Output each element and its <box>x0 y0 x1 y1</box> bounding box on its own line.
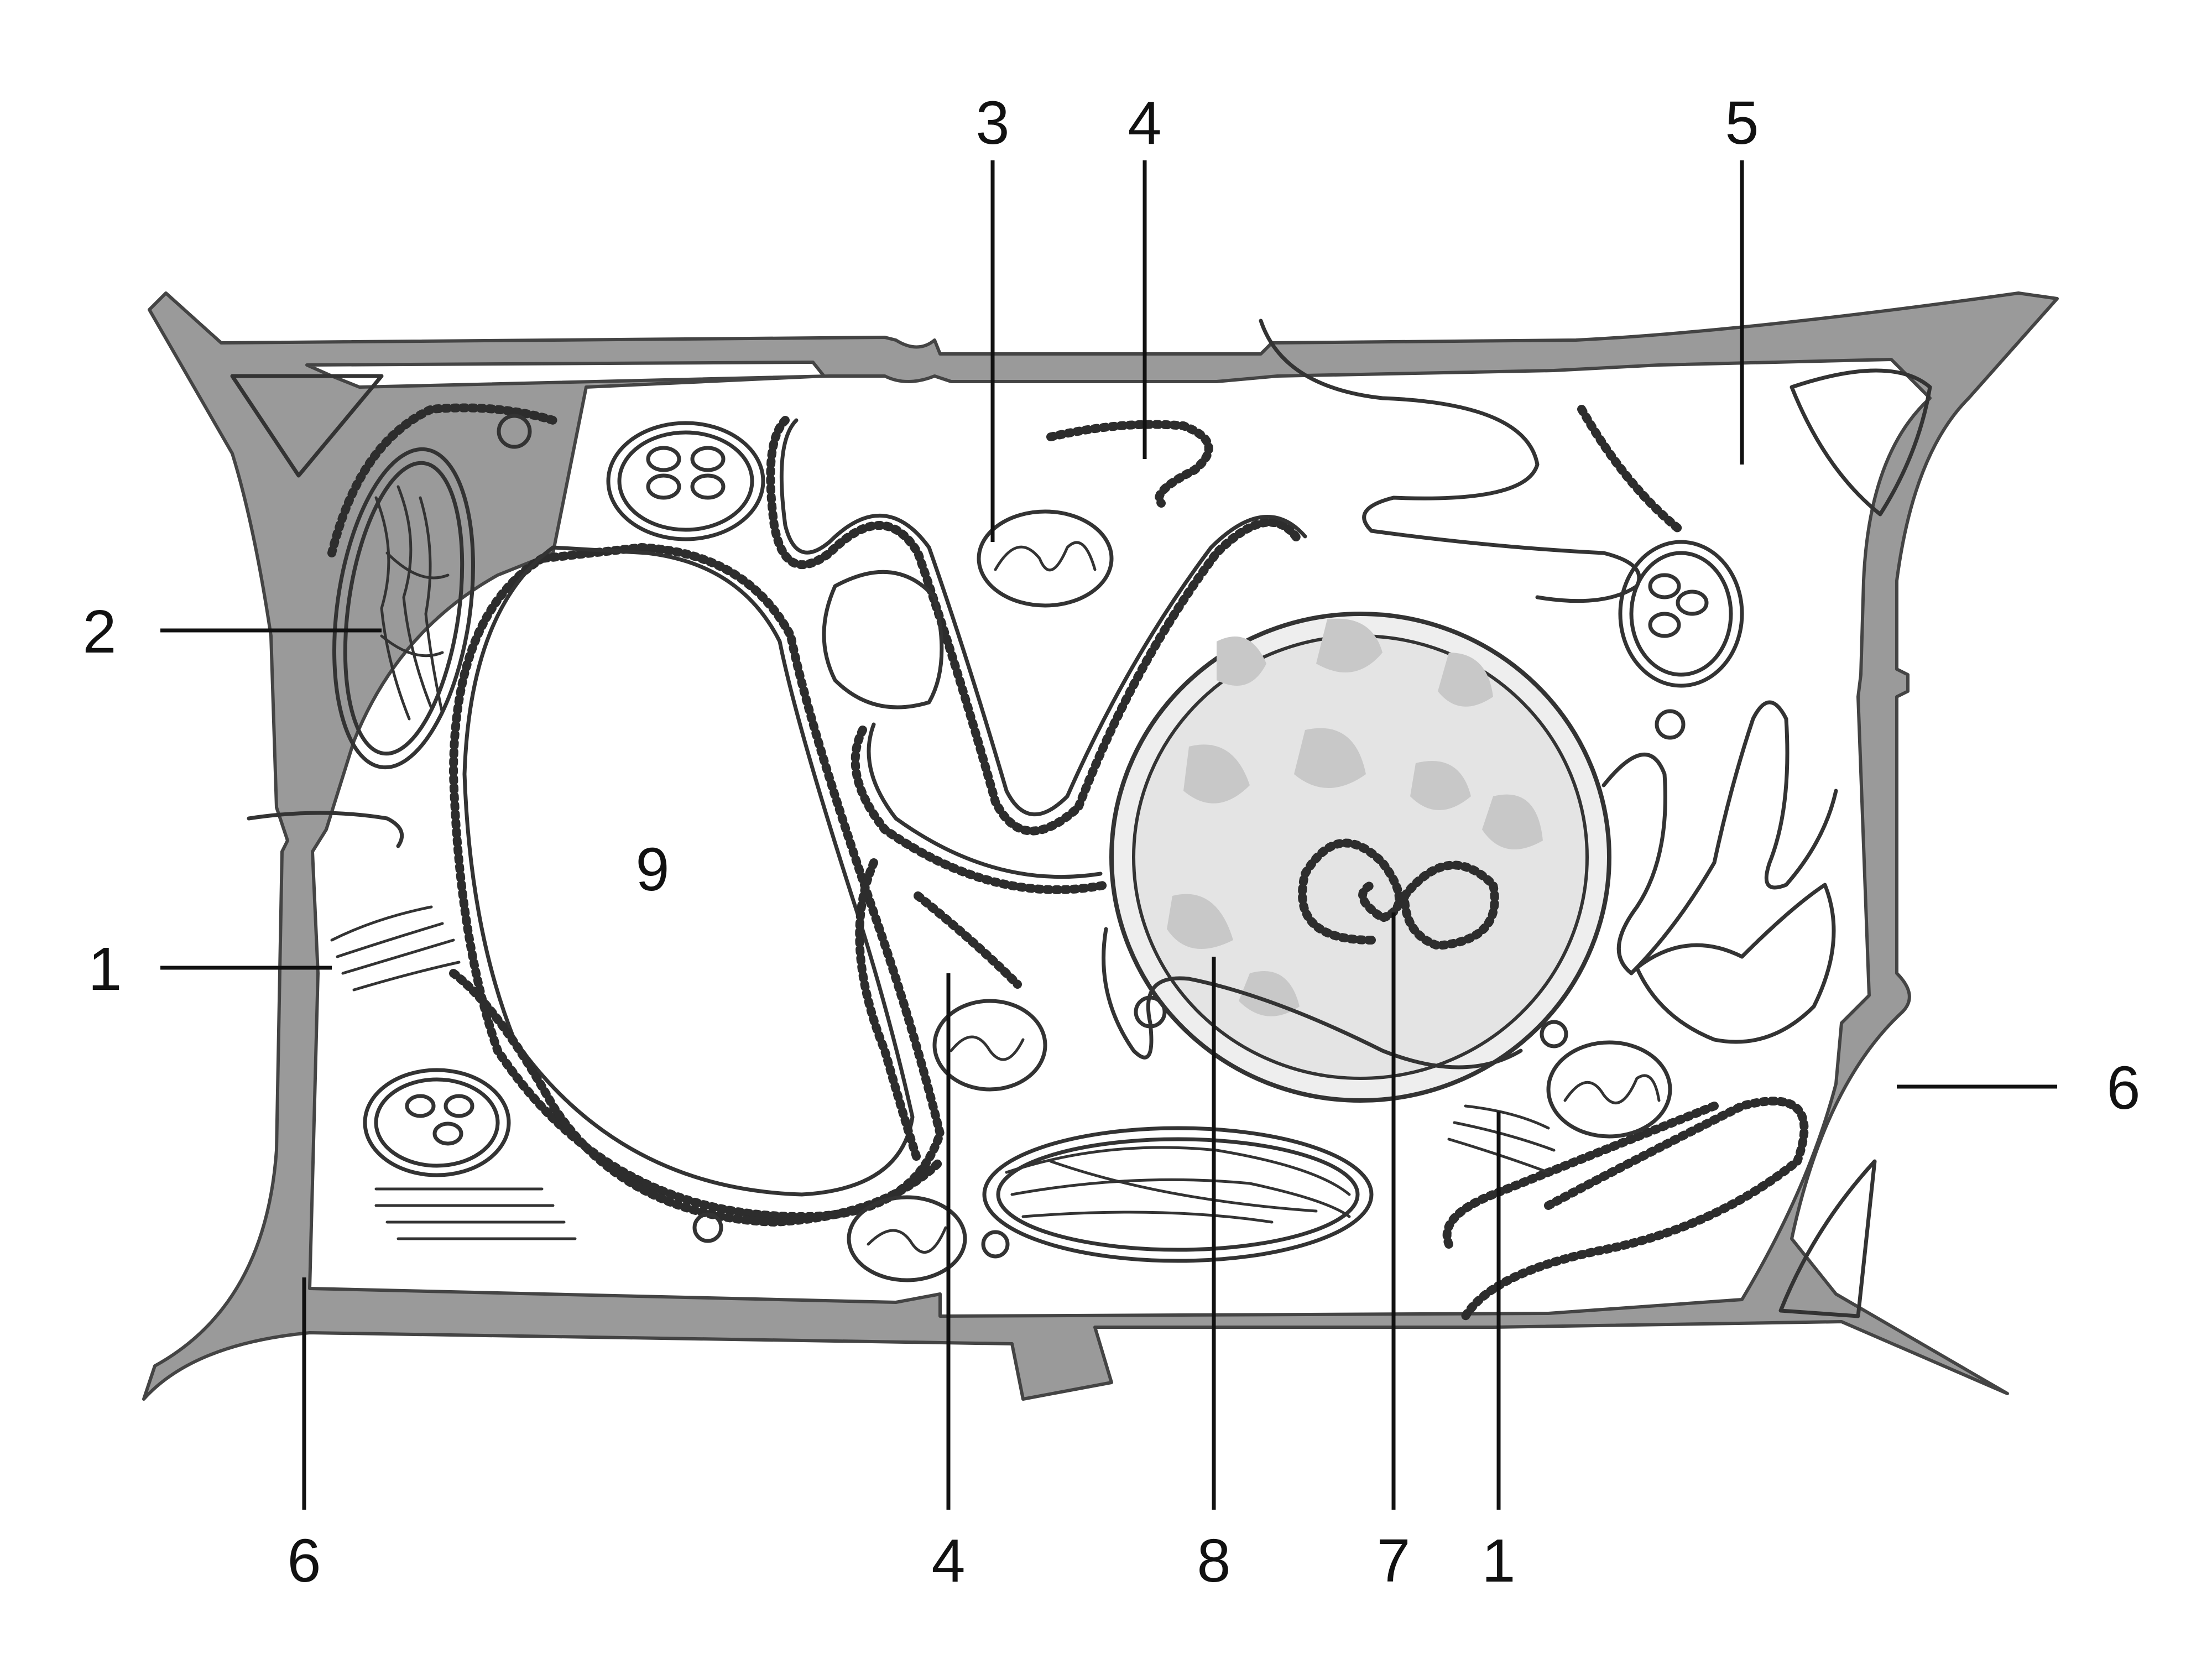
rough-er <box>327 403 1809 1321</box>
label-1-left: 1 <box>88 935 122 1003</box>
label-2: 2 <box>82 598 116 666</box>
leader-lines <box>160 160 2057 1510</box>
vesicles <box>497 414 1836 1259</box>
chloroplast <box>332 447 475 770</box>
chloroplast <box>982 1126 1374 1263</box>
chromatin <box>1167 618 1543 1016</box>
label-7: 7 <box>1376 1527 1410 1595</box>
label-1-bottom: 1 <box>1481 1527 1515 1595</box>
label-5: 5 <box>1725 89 1759 157</box>
labels: 1 2 3 4 5 6 6 4 8 7 1 9 <box>82 89 2140 1595</box>
label-6-bottom: 6 <box>287 1527 321 1595</box>
smooth-er <box>247 319 1838 1070</box>
label-6-right: 6 <box>2106 1054 2140 1122</box>
nucleolus <box>1298 838 1499 951</box>
mitochondria <box>363 421 1744 1282</box>
label-8: 8 <box>1197 1527 1230 1595</box>
label-9: 9 <box>635 836 669 904</box>
golgi <box>330 905 1556 1240</box>
cell-wall <box>142 291 2059 1401</box>
label-4-top: 4 <box>1128 89 1161 157</box>
nucleus <box>1109 612 1611 1103</box>
label-3: 3 <box>975 89 1009 157</box>
label-4-bottom: 4 <box>931 1527 965 1595</box>
